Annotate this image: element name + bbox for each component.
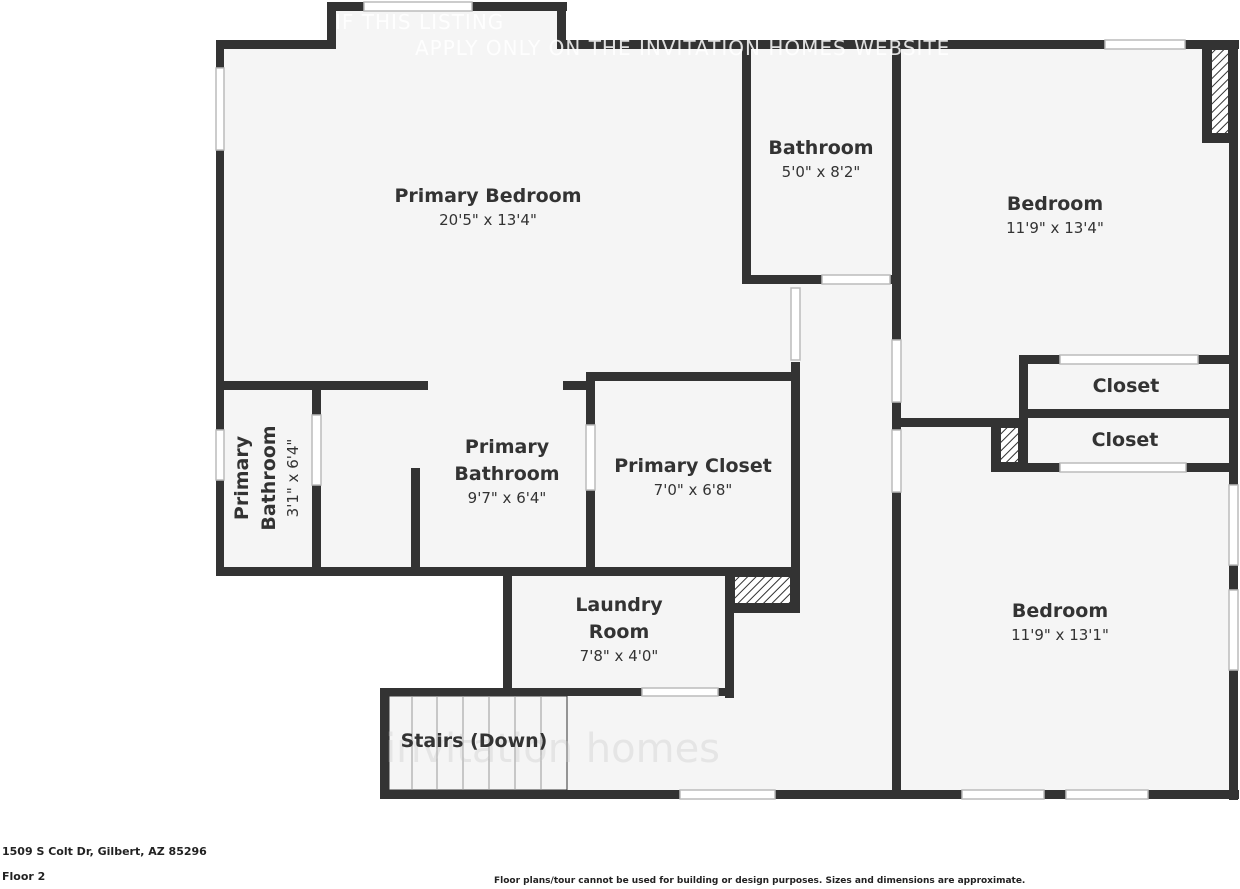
room-bedroom-lower: Bedroom 11'9" x 13'1" xyxy=(1011,598,1109,645)
room-dimensions: 7'8" x 4'0" xyxy=(579,647,659,665)
room-primary-bathroom-small: Primary Bathroom 3'1" x 6'4" xyxy=(229,423,303,533)
floor-fill xyxy=(220,8,1233,796)
disclaimer: Floor plans/tour cannot be used for buil… xyxy=(494,876,1026,886)
watermark-line2: APPLY ONLY ON THE INVITATION HOMES WEBSI… xyxy=(415,36,951,60)
room-dimensions: 5'0" x 8'2" xyxy=(781,163,861,181)
windows-and-openings xyxy=(215,1,1239,800)
room-dimensions: 7'0" x 6'8" xyxy=(653,481,733,499)
hatched-chases xyxy=(733,48,1230,605)
room-name: Bathroom xyxy=(768,137,874,159)
room-bathroom: Bathroom 5'0" x 8'2" xyxy=(768,135,873,182)
room-laundry: Laundry Room 7'8" x 4'0" xyxy=(564,592,674,666)
room-name: Primary Bathroom xyxy=(231,425,280,531)
watermark-brand: invitation homes xyxy=(385,726,721,772)
room-dimensions: 11'9" x 13'4" xyxy=(1006,219,1104,237)
room-bedroom-upper: Bedroom 11'9" x 13'4" xyxy=(1006,191,1104,238)
room-closet-1: Closet xyxy=(1093,373,1160,400)
room-closet-2: Closet xyxy=(1092,427,1159,454)
stairs xyxy=(388,695,568,791)
room-name: Closet xyxy=(1091,429,1159,451)
room-primary-bedroom: Primary Bedroom 20'5" x 13'4" xyxy=(394,183,581,230)
room-name: Closet xyxy=(1092,375,1160,397)
room-name: Laundry Room xyxy=(575,594,663,643)
address: 1509 S Colt Dr, Gilbert, AZ 85296 xyxy=(2,845,207,858)
room-name: Stairs (Down) xyxy=(400,730,548,752)
room-name: Bedroom xyxy=(1006,193,1104,215)
floor-label: Floor 2 xyxy=(2,870,46,883)
watermark-line1: IF THIS LISTING xyxy=(335,10,505,34)
room-dimensions: 20'5" x 13'4" xyxy=(439,211,537,229)
room-stairs: Stairs (Down) xyxy=(401,728,548,755)
room-primary-bathroom: Primary Bathroom 9'7" x 6'4" xyxy=(447,434,567,508)
room-name: Primary Closet xyxy=(614,455,772,477)
room-dimensions: 9'7" x 6'4" xyxy=(467,489,547,507)
room-name: Bedroom xyxy=(1011,600,1109,622)
room-dimensions: 11'9" x 13'1" xyxy=(1011,626,1109,644)
room-name: Primary Bedroom xyxy=(394,185,582,207)
room-primary-closet: Primary Closet 7'0" x 6'8" xyxy=(614,453,772,500)
room-dimensions: 3'1" x 6'4" xyxy=(284,438,302,518)
room-name: Primary Bathroom xyxy=(454,436,560,485)
